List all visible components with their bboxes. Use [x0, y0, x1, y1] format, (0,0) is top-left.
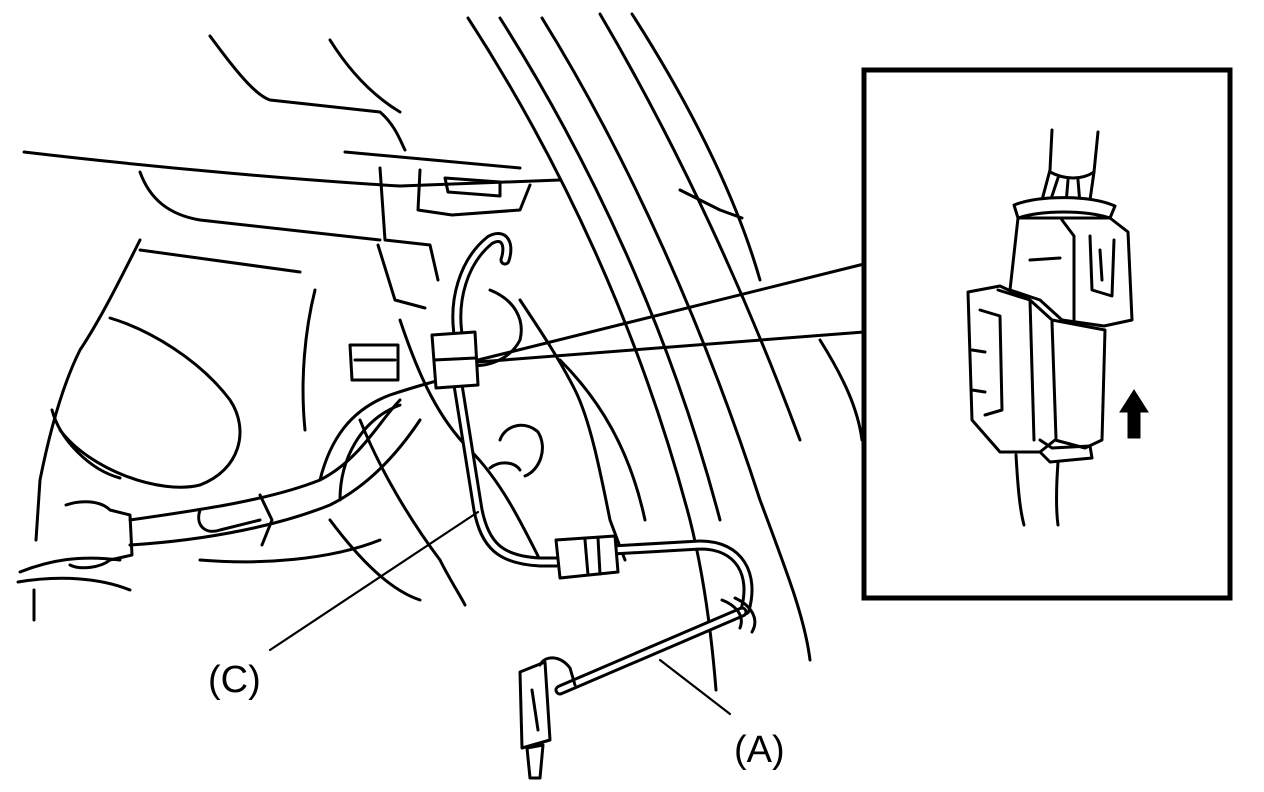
middle-connector	[554, 534, 620, 580]
wiring-harness	[16, 232, 757, 780]
arrow-up-icon	[1119, 389, 1149, 439]
leader-lines	[268, 510, 732, 716]
detail-inset	[861, 67, 1233, 601]
label-a: (A)	[734, 729, 785, 771]
vehicle-body	[22, 12, 864, 692]
label-c: (C)	[208, 659, 261, 701]
main-connector	[430, 330, 480, 390]
callout-lines	[476, 262, 866, 364]
